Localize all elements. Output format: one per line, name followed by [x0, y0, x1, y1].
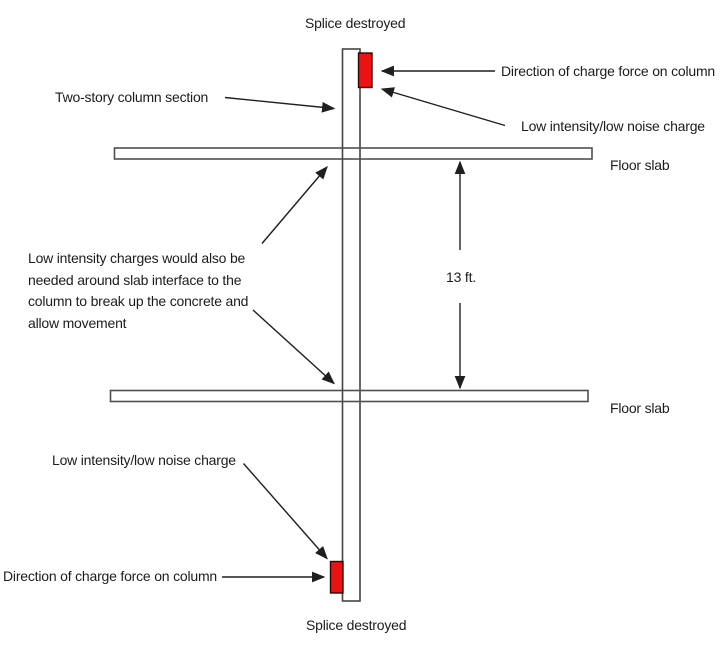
column-rect [341, 48, 361, 602]
label-dimension-13ft: 13 ft. [446, 269, 476, 285]
label-splice-destroyed-bottom: Splice destroyed [306, 617, 407, 633]
floor-slab-top-rect [113, 147, 593, 160]
label-direction-of-charge-bottom: Direction of charge force on column [3, 568, 217, 584]
annotation-line-4: allow movement [28, 314, 127, 331]
floor-slab-bottom-rect [109, 389, 589, 403]
arrow-slab-interface-lower [252, 309, 335, 385]
charge-top-rect [357, 52, 373, 89]
arrow-low-charge-bottom [242, 463, 328, 560]
label-floor-slab-bottom: Floor slab [610, 400, 670, 416]
arrow-slab-interface-upper [261, 165, 328, 244]
label-splice-destroyed-top: Splice destroyed [305, 15, 406, 31]
annotation-slab-interface: Low intensity charges would also be need… [28, 248, 248, 334]
label-direction-of-charge-top: Direction of charge force on column [501, 63, 715, 79]
annotation-line-2: needed around slab interface to the [28, 271, 242, 288]
arrow-two-story [224, 96, 336, 113]
label-low-intensity-charge-bottom: Low intensity/low noise charge [52, 452, 236, 468]
charge-bottom-rect [329, 560, 344, 594]
annotation-line-3: column to break up the concrete and [28, 293, 249, 309]
label-floor-slab-top: Floor slab [610, 157, 670, 173]
label-two-story-column-section: Two-story column section [55, 89, 209, 105]
annotation-line-1: Low intensity charges would also be [28, 250, 246, 266]
label-low-intensity-charge-top: Low intensity/low noise charge [521, 118, 705, 134]
arrow-low-charge-top [380, 87, 506, 127]
